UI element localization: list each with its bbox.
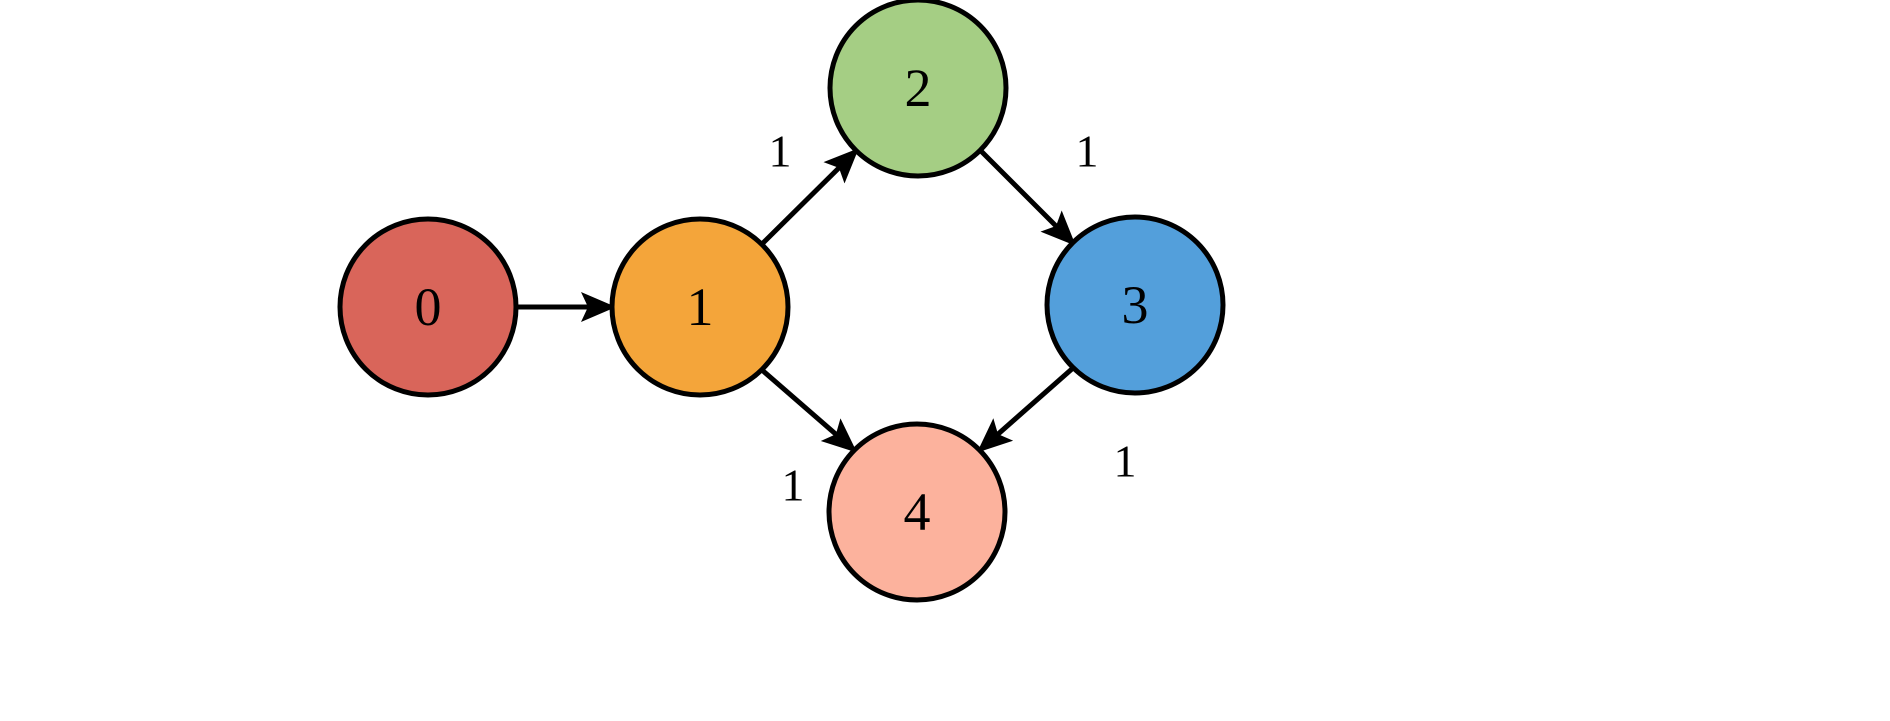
- graph-node-0[interactable]: 0: [337, 216, 519, 398]
- graph-node-1[interactable]: 1: [609, 216, 791, 398]
- graph-node-3[interactable]: 3: [1044, 214, 1226, 396]
- edge-weight-label-1-4: 1: [782, 460, 805, 511]
- edge-weight-label-1-2: 1: [769, 126, 792, 177]
- edges-layer: [516, 148, 1076, 453]
- node-circle-2[interactable]: [827, 0, 1009, 179]
- graph-node-2[interactable]: 2: [827, 0, 1009, 179]
- graph-edge-1-to-4: [760, 368, 858, 453]
- graph-node-4[interactable]: 4: [826, 421, 1008, 603]
- graph-edge-1-to-2: [760, 148, 859, 246]
- node-circle-1[interactable]: [609, 216, 791, 398]
- node-circle-3[interactable]: [1044, 214, 1226, 396]
- graph-edge-3-to-4: [976, 366, 1075, 453]
- node-circle-4[interactable]: [826, 421, 1008, 603]
- graph-edge-2-to-3: [979, 149, 1076, 246]
- node-circle-0[interactable]: [337, 216, 519, 398]
- edge-weight-label-2-3: 1: [1076, 126, 1099, 177]
- edge-weight-label-3-4: 1: [1114, 436, 1137, 487]
